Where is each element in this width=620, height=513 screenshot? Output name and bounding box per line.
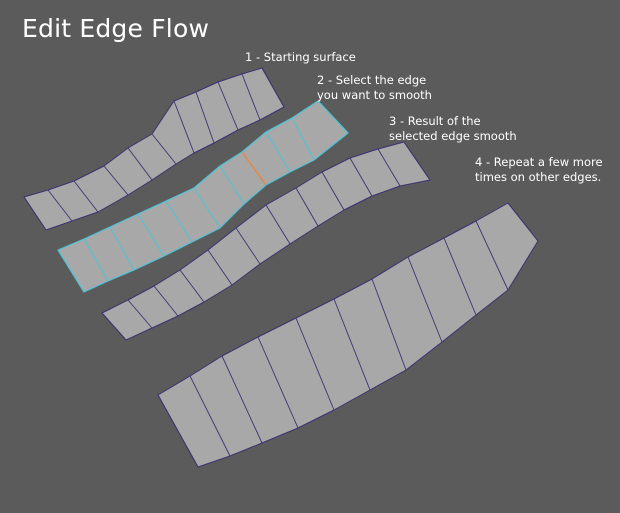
- mesh-edge[interactable]: [235, 227, 261, 265]
- mesh-edge[interactable]: [295, 187, 319, 227]
- surface-face[interactable]: [102, 142, 430, 340]
- mesh-edge[interactable]: [103, 165, 129, 196]
- mesh-edge[interactable]: [127, 299, 153, 329]
- mesh-edge[interactable]: [137, 213, 165, 257]
- mesh-edge[interactable]: [333, 298, 371, 391]
- mesh-edge[interactable]: [173, 100, 195, 154]
- mesh-edge[interactable]: [151, 133, 177, 165]
- surface-border: [157, 202, 539, 468]
- mesh-edge[interactable]: [377, 148, 401, 187]
- mesh-edge[interactable]: [179, 269, 205, 303]
- mesh-edge[interactable]: [443, 237, 477, 316]
- mesh-edge[interactable]: [321, 171, 345, 211]
- mesh-edge[interactable]: [83, 238, 109, 282]
- mesh-edge[interactable]: [217, 81, 239, 131]
- mesh-edge[interactable]: [127, 147, 153, 181]
- step-1-caption: 1 - Starting surface: [245, 50, 356, 64]
- mesh-edge[interactable]: [207, 249, 233, 286]
- mesh-edge[interactable]: [265, 204, 291, 245]
- mesh-edge[interactable]: [241, 73, 261, 121]
- mesh-edge[interactable]: [475, 220, 509, 291]
- strip-1-starting-surface[interactable]: [23, 67, 285, 231]
- selected-edge[interactable]: [241, 151, 267, 186]
- mesh-edge[interactable]: [189, 375, 231, 457]
- step-3-caption: 3 - Result of the selected edge smooth: [389, 114, 517, 143]
- mesh-edge[interactable]: [291, 117, 315, 161]
- mesh-edge[interactable]: [219, 165, 245, 205]
- strip-4-repeated-result[interactable]: [157, 202, 539, 468]
- mesh-edge[interactable]: [407, 256, 443, 343]
- surface-border: [23, 67, 285, 231]
- mesh-edge[interactable]: [47, 189, 73, 222]
- surface-border: [57, 100, 349, 293]
- mesh-edge[interactable]: [73, 180, 99, 213]
- mesh-edge[interactable]: [221, 355, 263, 444]
- surface-face[interactable]: [24, 68, 284, 230]
- mesh-edge[interactable]: [349, 157, 373, 197]
- mesh-edge[interactable]: [109, 226, 135, 271]
- mesh-edge[interactable]: [295, 317, 335, 411]
- strip-2-selected-edge[interactable]: [57, 100, 349, 293]
- step-2-caption: 2 - Select the edge you want to smooth: [317, 73, 432, 102]
- mesh-edge[interactable]: [265, 131, 291, 173]
- mesh-edge[interactable]: [193, 187, 221, 229]
- surface-border: [101, 141, 431, 341]
- mesh-edge[interactable]: [371, 278, 407, 371]
- mesh-edge[interactable]: [257, 336, 299, 429]
- mesh-edge[interactable]: [165, 200, 193, 243]
- mesh-edge[interactable]: [195, 91, 215, 144]
- page-title: Edit Edge Flow: [22, 14, 210, 43]
- strip-3-smoothed-result[interactable]: [101, 141, 431, 341]
- step-4-caption: 4 - Repeat a few more times on other edg…: [475, 155, 603, 184]
- mesh-edge[interactable]: [153, 285, 179, 317]
